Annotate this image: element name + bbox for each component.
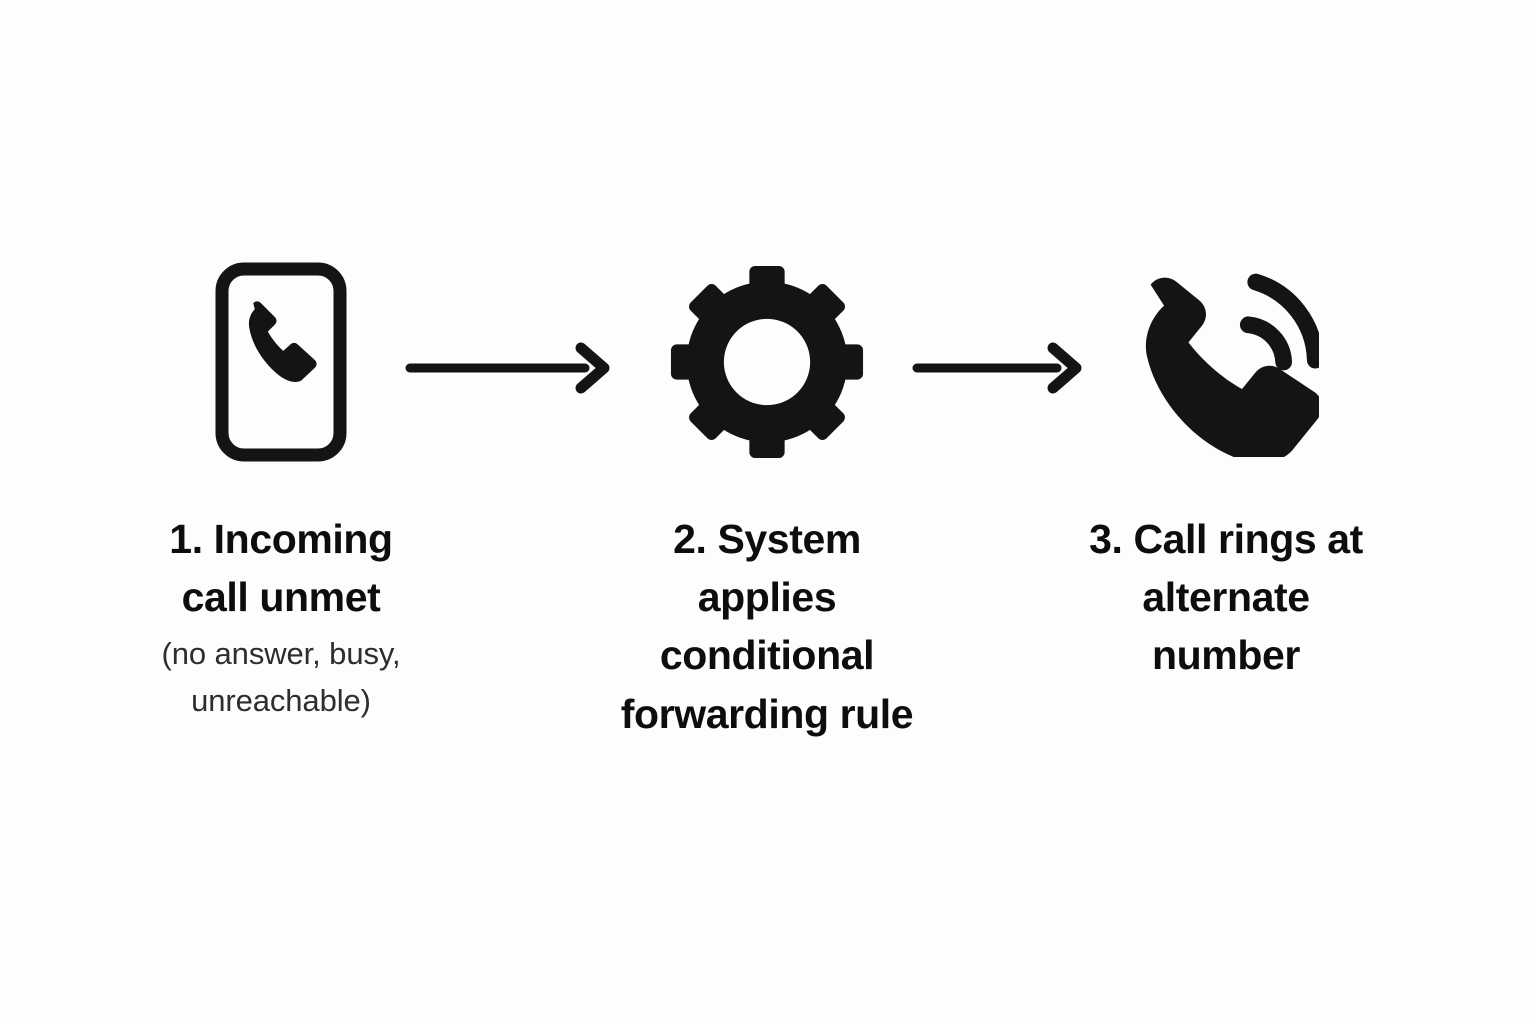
arrow-right-icon bbox=[405, 342, 610, 394]
gear-settings-icon bbox=[667, 262, 867, 462]
flow-step-2-title: 2. System applies conditional forwarding… bbox=[620, 516, 914, 737]
smartphone-incoming-call-icon-svg bbox=[215, 262, 347, 462]
flow-step-3: 3. Call rings at alternate number bbox=[1061, 262, 1391, 685]
gear-settings-icon-svg bbox=[670, 265, 864, 459]
flow-step-1-subtitle: (no answer, busy, unreachable) bbox=[161, 636, 401, 718]
flow-step-1-labels: 1. Incoming call unmet (no answer, busy,… bbox=[116, 510, 446, 724]
smartphone-incoming-call-icon bbox=[181, 262, 381, 462]
flow-step-3-labels: 3. Call rings at alternate number bbox=[1061, 510, 1391, 685]
flow-step-3-title: 3. Call rings at alternate number bbox=[1089, 516, 1363, 679]
ringing-phone-icon bbox=[1126, 262, 1326, 462]
flow-step-2-labels: 2. System applies conditional forwarding… bbox=[602, 510, 932, 743]
flow-step-2: 2. System applies conditional forwarding… bbox=[602, 262, 932, 743]
flow-step-1: 1. Incoming call unmet (no answer, busy,… bbox=[116, 262, 446, 724]
ringing-phone-icon-svg bbox=[1145, 273, 1319, 457]
arrow-right-icon bbox=[912, 342, 1082, 394]
flow-step-1-title: 1. Incoming call unmet bbox=[169, 516, 393, 621]
arrow-step2-to-step3 bbox=[912, 340, 1087, 401]
arrow-step1-to-step2 bbox=[405, 340, 615, 401]
